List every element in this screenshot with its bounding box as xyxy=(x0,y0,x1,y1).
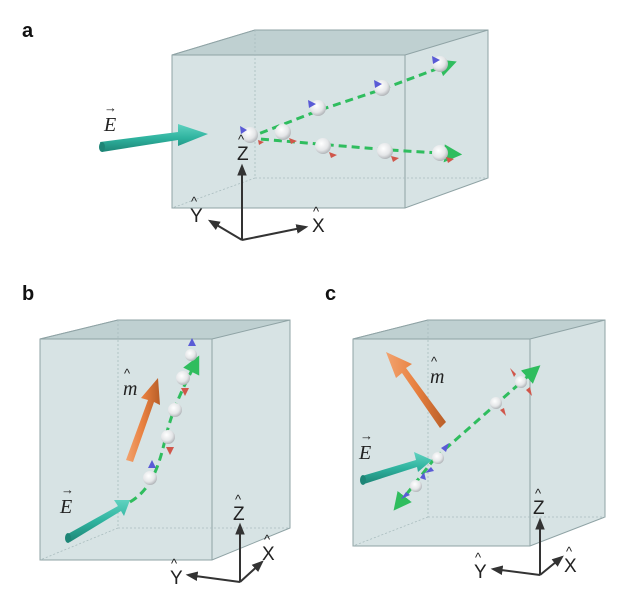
crystal-box-a xyxy=(171,29,489,209)
magnetic-moment-arrow-c xyxy=(386,352,446,428)
trajectory-lower-a xyxy=(247,136,463,163)
spin-sphere-c1 xyxy=(425,443,449,473)
axis-label-x-a: X xyxy=(312,216,325,237)
axis-hat-z-a: ^ xyxy=(238,132,245,147)
axis-label-z-b: Z xyxy=(233,504,245,525)
moment-hat-b: ^ xyxy=(124,366,131,381)
spin-sphere-a5 xyxy=(432,56,448,72)
axis-hat-z-b: ^ xyxy=(235,492,242,507)
spin-sphere-a4 xyxy=(374,80,390,96)
moment-hat-c: ^ xyxy=(431,354,438,369)
axis-label-x-b: X xyxy=(262,544,275,565)
axis-hat-x-a: ^ xyxy=(313,204,320,219)
spin-sphere-a6 xyxy=(315,138,337,158)
moment-label-b: m xyxy=(123,378,137,400)
field-label-a: E xyxy=(103,114,116,136)
spin-sphere-b4 xyxy=(176,371,190,396)
axis-label-y-a: Y xyxy=(190,206,203,227)
axis-hat-x-b: ^ xyxy=(264,532,271,547)
axis-hat-y-a: ^ xyxy=(191,194,198,209)
field-label-c: E xyxy=(358,442,371,464)
axis-triad-c xyxy=(490,517,564,576)
crystal-box-c xyxy=(352,319,606,547)
spin-sphere-c3 xyxy=(490,397,506,416)
spin-sphere-c2 xyxy=(401,472,426,499)
spin-sphere-b1 xyxy=(143,460,157,485)
field-vector-mark-a: → xyxy=(104,100,117,115)
axis-label-z-a: Z xyxy=(237,144,249,165)
spin-sphere-c4 xyxy=(510,368,532,396)
spin-sphere-a2 xyxy=(275,124,297,144)
spin-sphere-b3 xyxy=(168,403,182,417)
axis-triad-b xyxy=(185,522,264,583)
panel-b: b E → m ^ Z ^ xyxy=(22,283,291,589)
panel-label-b: b xyxy=(22,283,34,305)
panel-label-c: c xyxy=(325,283,336,305)
moment-label-c: m xyxy=(430,366,444,388)
field-label-b: E xyxy=(59,496,72,518)
axis-label-y-c: Y xyxy=(474,562,487,583)
spin-sphere-b2 xyxy=(161,430,175,455)
panel-c: c E → m ^ Z ^ xyxy=(325,283,606,583)
trajectory-upper-a xyxy=(247,59,457,140)
axis-label-y-b: Y xyxy=(170,568,183,589)
axis-hat-z-c: ^ xyxy=(535,486,542,501)
spin-sphere-a8 xyxy=(432,145,454,163)
panel-label-a: a xyxy=(22,20,34,42)
axis-label-z-c: Z xyxy=(533,498,545,519)
spin-sphere-a1 xyxy=(240,126,264,145)
spin-sphere-a3 xyxy=(308,100,326,116)
electric-field-arrow-b xyxy=(65,500,130,543)
axis-label-x-c: X xyxy=(564,556,577,577)
field-vector-mark-c: → xyxy=(360,428,373,443)
magnetic-moment-arrow-b xyxy=(126,378,160,462)
axis-hat-y-b: ^ xyxy=(171,556,178,571)
electric-field-arrow-c xyxy=(360,452,432,485)
panel-a: a E → xyxy=(22,20,489,241)
field-vector-mark-b: → xyxy=(61,482,74,497)
spin-sphere-a7 xyxy=(377,143,399,162)
spin-sphere-b5 xyxy=(185,338,197,361)
axis-hat-x-c: ^ xyxy=(566,544,573,559)
electric-field-arrow-a xyxy=(99,124,208,152)
axis-triad-a xyxy=(207,163,309,241)
axis-hat-y-c: ^ xyxy=(475,550,482,565)
